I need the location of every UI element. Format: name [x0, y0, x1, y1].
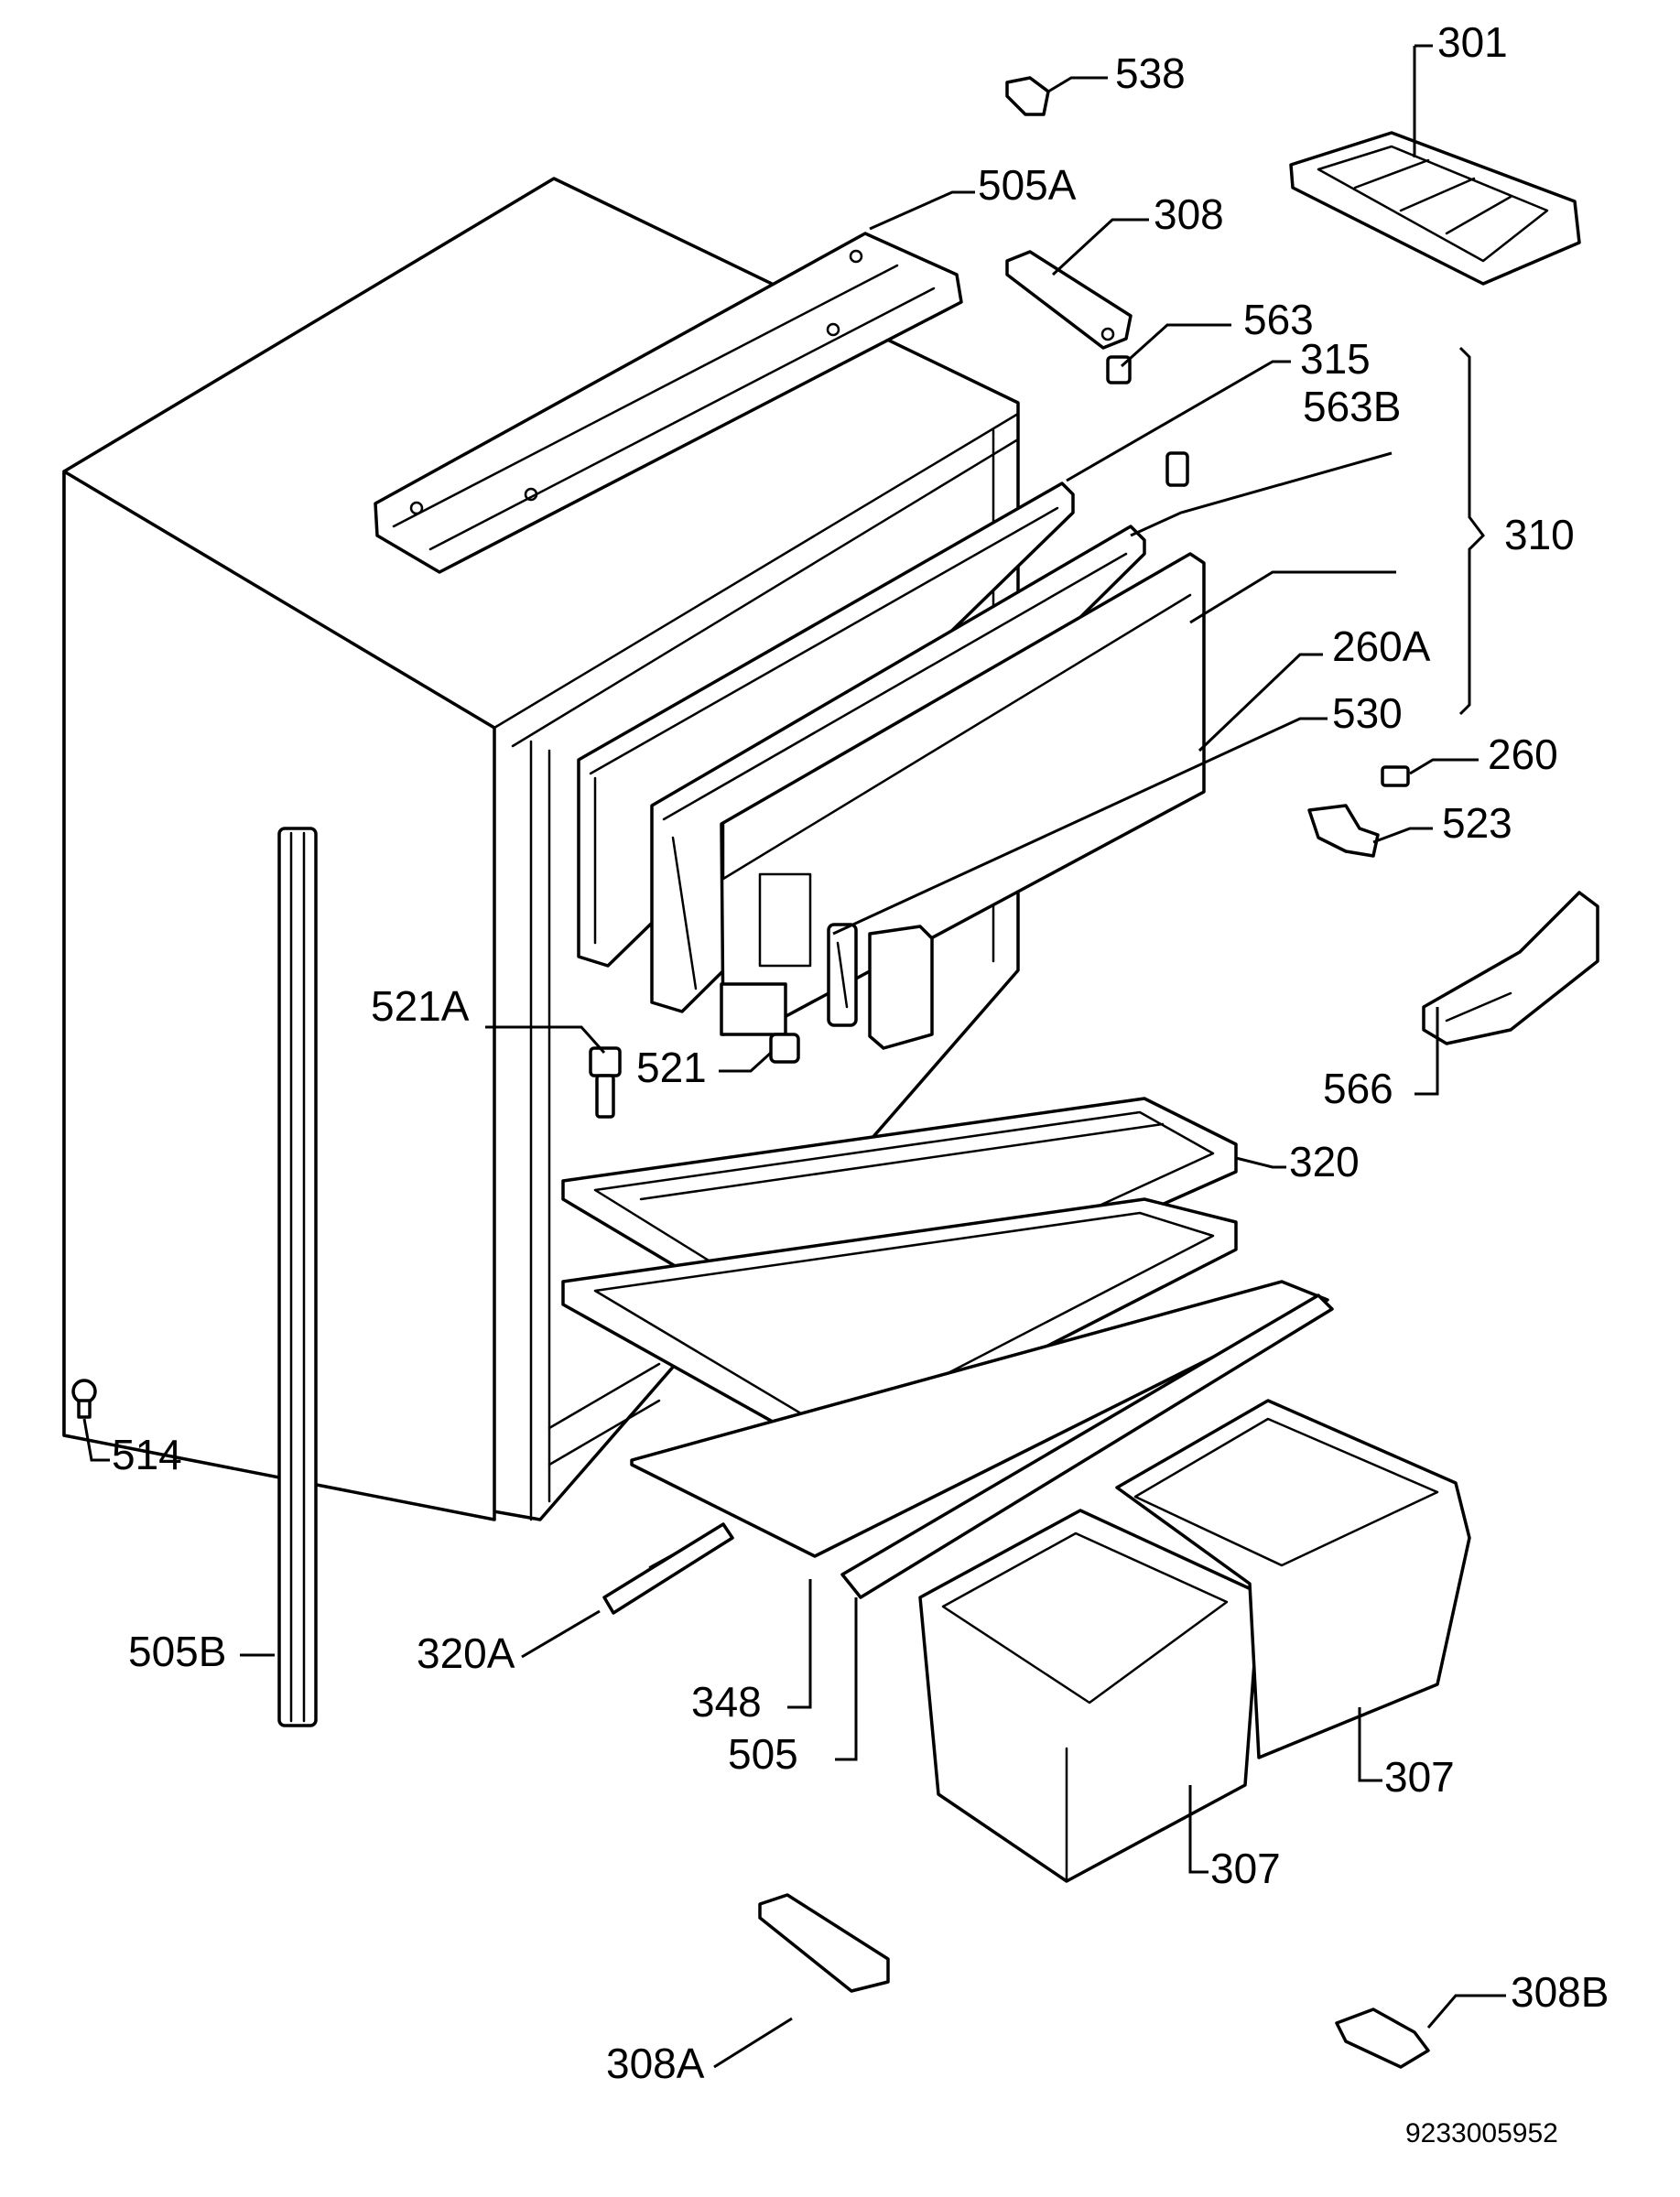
door-seal-505b [277, 827, 318, 1727]
hinge-308 [1005, 250, 1133, 350]
crisper-drawer-307-right [1115, 1399, 1471, 1759]
label-566: 566 [1323, 1065, 1393, 1112]
label-308: 308 [1154, 190, 1224, 238]
leader-lines [82, 44, 1506, 2069]
clip-260 [1381, 765, 1410, 787]
catch-521a [589, 1046, 622, 1119]
label-505b: 505B [128, 1628, 226, 1675]
crisper-drawer-307-left [918, 1509, 1261, 1883]
label-505a: 505A [978, 161, 1077, 209]
hinge-260a [827, 923, 858, 1027]
part-538 [1005, 76, 1050, 116]
shelf-320-lower [561, 1197, 1238, 1457]
ice-tray-301 [1289, 131, 1581, 286]
hinge-308a [758, 1893, 890, 1993]
label-308b: 308B [1511, 1968, 1609, 2016]
document-number: 9233005952 [1405, 2118, 1558, 2148]
bushing-563b [1165, 451, 1189, 487]
label-563: 563 [1243, 296, 1314, 343]
label-307-left: 307 [1210, 1845, 1281, 1892]
label-308a: 308A [606, 2040, 705, 2087]
label-530: 530 [1332, 689, 1403, 737]
label-301: 301 [1437, 18, 1508, 66]
label-523: 523 [1442, 799, 1512, 847]
label-320: 320 [1289, 1138, 1360, 1185]
label-307-right: 307 [1384, 1753, 1455, 1801]
screw-514 [71, 1379, 97, 1419]
hinge-308b [1335, 2008, 1430, 2069]
label-563b: 563B [1303, 383, 1401, 430]
label-348: 348 [691, 1678, 762, 1726]
top-frame-505a [374, 232, 963, 574]
rail-505 [840, 1293, 1334, 1599]
label-260: 260 [1488, 731, 1558, 778]
label-521a: 521A [371, 982, 470, 1030]
label-505: 505 [728, 1730, 798, 1778]
label-521: 521 [636, 1044, 707, 1091]
freezer-door-flap [720, 552, 1206, 1036]
glass-plate-348 [630, 1280, 1329, 1558]
switch-523 [1307, 804, 1380, 858]
bracket-320a [602, 1522, 734, 1615]
handle-530 [868, 925, 934, 1050]
label-315: 315 [1300, 335, 1371, 383]
part-labels: 301 538 505A 308 563 315 563B 310 260A 5… [112, 18, 1609, 2148]
label-514: 514 [112, 1431, 182, 1478]
clip-521 [769, 1033, 800, 1064]
label-310: 310 [1504, 511, 1575, 558]
label-260a: 260A [1332, 622, 1431, 670]
label-538: 538 [1115, 49, 1186, 97]
label-320a: 320A [417, 1629, 515, 1677]
scraper-566 [1422, 891, 1599, 1045]
